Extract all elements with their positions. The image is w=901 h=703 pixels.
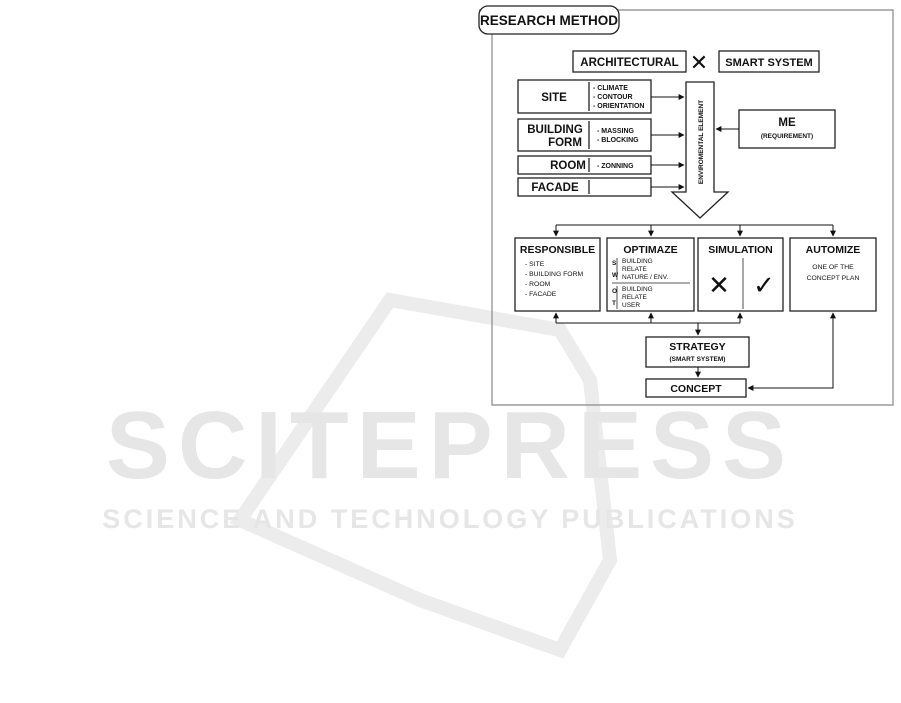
automize-concept-link: [747, 312, 836, 391]
smart-system-box: [718, 50, 820, 73]
me-title: ME: [778, 117, 796, 129]
cross-icon: ✕: [708, 270, 730, 300]
strategy-box: [645, 336, 750, 368]
responsible-item: - BUILDING FORM: [525, 271, 583, 278]
strategy-subtitle: (SMART SYSTEM): [670, 356, 726, 363]
room-item: - ZONNING: [597, 163, 634, 170]
responsible-title: RESPONSIBLE: [520, 244, 595, 256]
automize-text: ONE OF THE: [812, 264, 854, 271]
site-label: SITE: [541, 92, 567, 104]
automize-text: CONCEPT PLAN: [807, 275, 860, 282]
simulation-box: [697, 237, 784, 312]
site-item: - CLIMATE: [593, 85, 628, 92]
optimaze-lower: USER: [622, 302, 640, 309]
cross-icon: ✕: [690, 50, 708, 75]
building-form-item: - BLOCKING: [597, 137, 639, 144]
architectural-box: [572, 50, 687, 73]
swot-letter: O: [612, 288, 617, 295]
watermark: SCITEPRESS SCIENCE AND TECHNOLOGY PUBLIC…: [102, 292, 798, 659]
me-subtitle: (REQUIREMENT): [761, 133, 813, 140]
swot-letter: W: [612, 272, 619, 279]
concept-label: CONCEPT: [670, 383, 722, 395]
watermark-logo-shape: [229, 292, 618, 659]
optimaze-upper: RELATE: [622, 266, 647, 273]
smart-system-label: SMART SYSTEM: [725, 57, 812, 69]
swot-letter: T: [612, 300, 616, 307]
environmental-element-arrow: [670, 81, 730, 219]
building-form-box: [517, 118, 652, 152]
responsible-item: - SITE: [525, 261, 545, 268]
simulation-title: SIMULATION: [708, 244, 773, 256]
architectural-label: ARCHITECTURAL: [580, 57, 678, 69]
room-label: ROOM: [550, 160, 586, 172]
site-item: - CONTOUR: [593, 94, 633, 101]
automize-box: [789, 237, 877, 312]
title-tab: [478, 5, 620, 35]
building-form-label: BUILDING: [527, 124, 583, 136]
optimaze-title: OPTIMAZE: [623, 244, 677, 256]
watermark-word: SCITEPRESS: [106, 392, 794, 499]
responsible-item: - ROOM: [525, 281, 551, 288]
responsible-box: [514, 237, 601, 312]
optimaze-box: [606, 237, 695, 312]
site-box: [517, 79, 652, 114]
optimaze-upper: NATURE / ENV.: [622, 274, 668, 281]
optimaze-lower: BUILDING: [622, 286, 653, 293]
optimaze-upper: BUILDING: [622, 258, 653, 265]
watermark-tagline: SCIENCE AND TECHNOLOGY PUBLICATIONS: [102, 504, 798, 534]
facade-label: FACADE: [531, 182, 579, 194]
building-form-item: - MASSING: [597, 128, 635, 135]
concept-box: [645, 378, 747, 398]
check-icon: ✓: [753, 270, 775, 300]
building-form-label: FORM: [548, 137, 582, 149]
automize-title: AUTOMIZE: [806, 244, 861, 256]
strategy-title: STRATEGY: [669, 341, 725, 353]
responsible-item: - FACADE: [525, 291, 557, 298]
diagram-frame: [479, 9, 894, 406]
me-box: [738, 109, 836, 149]
swot-letter: S: [612, 260, 617, 267]
environmental-element-label: ENVIROMENTAL ELEMENT: [698, 100, 705, 184]
optimaze-lower: RELATE: [622, 294, 647, 301]
diagram-title: RESEARCH METHOD: [480, 13, 618, 28]
site-item: - ORIENTATION: [593, 103, 644, 110]
